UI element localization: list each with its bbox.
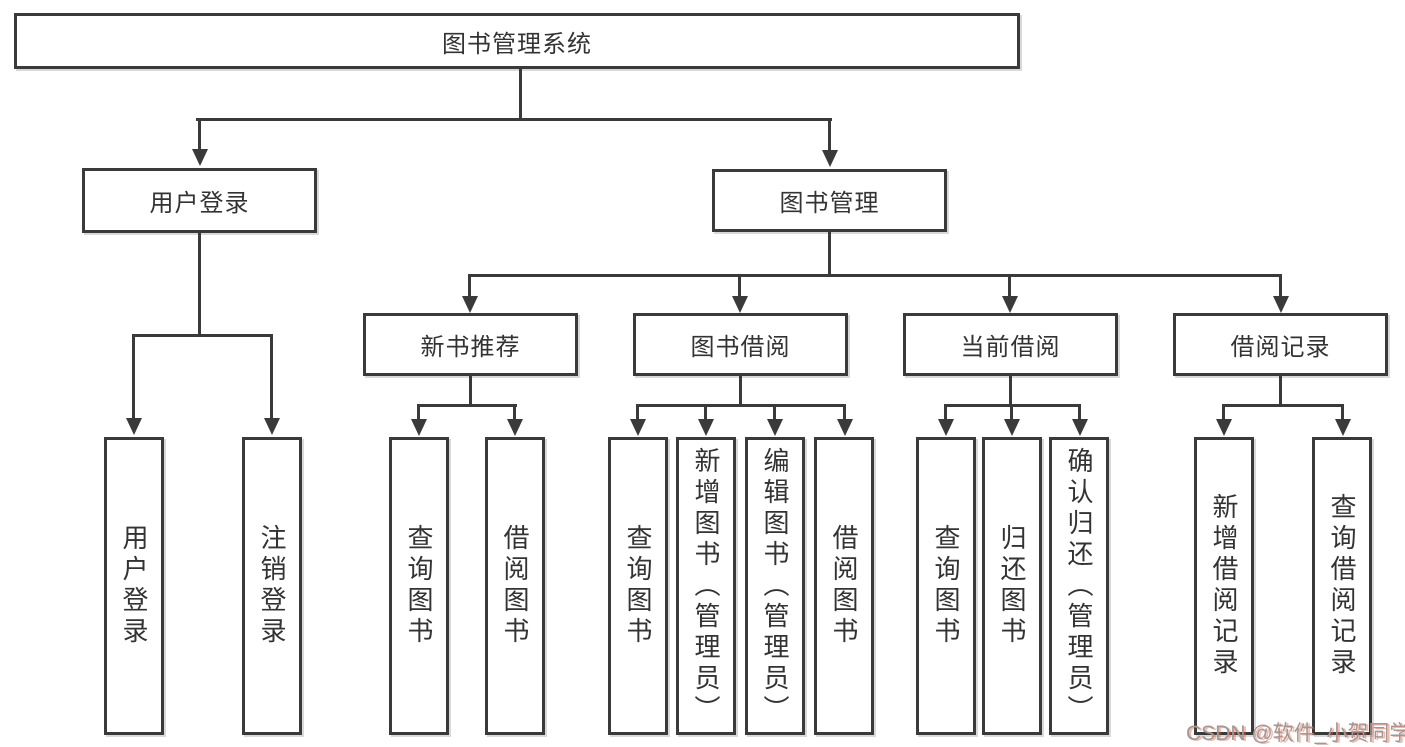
arrow-down-icon xyxy=(698,419,714,436)
node-label: 用户登录 xyxy=(119,524,149,648)
node-label: 图书管理 xyxy=(779,190,880,217)
arrow-down-icon xyxy=(1335,419,1351,436)
connector-line xyxy=(196,118,832,121)
node-label: 归还图书 xyxy=(997,524,1027,648)
node-label: 借阅记录 xyxy=(1230,334,1331,361)
node-label: 新增借阅记录 xyxy=(1209,493,1239,679)
connector-line xyxy=(468,274,471,300)
node-logout-action: 注销登录 xyxy=(242,437,302,735)
connector-line xyxy=(843,404,846,420)
connector-line xyxy=(1078,404,1081,420)
connector-line xyxy=(1010,404,1013,420)
connector-line xyxy=(636,404,846,407)
connector-line xyxy=(1008,274,1011,300)
node-add-borrow-record: 新增借阅记录 xyxy=(1194,437,1254,735)
arrow-down-icon xyxy=(264,418,280,435)
node-book-borrowing: 图书借阅 xyxy=(633,313,848,376)
arrow-down-icon xyxy=(767,419,783,436)
connector-line xyxy=(1341,404,1344,420)
arrow-down-icon xyxy=(630,419,646,436)
node-label: 图书借阅 xyxy=(690,334,791,361)
connector-line xyxy=(828,230,831,277)
arrow-down-icon xyxy=(1072,419,1088,436)
connector-line xyxy=(468,274,1282,277)
node-label: 查询图书 xyxy=(931,524,961,648)
connector-line xyxy=(417,404,517,407)
node-current-borrowing: 当前借阅 xyxy=(903,313,1118,376)
arrow-down-icon xyxy=(938,419,954,436)
connector-line xyxy=(1279,274,1282,300)
arrow-down-icon xyxy=(126,418,142,435)
node-login-action: 用户登录 xyxy=(104,437,164,735)
node-label: 借阅图书 xyxy=(829,524,859,648)
connector-line xyxy=(1009,374,1012,407)
node-label: 编辑图书（管理员） xyxy=(760,446,790,726)
node-label: 当前借阅 xyxy=(960,334,1061,361)
arrow-down-icon xyxy=(1004,419,1020,436)
node-label: 查询图书 xyxy=(623,524,653,648)
connector-line xyxy=(132,334,273,337)
connector-line xyxy=(198,231,201,337)
connector-line xyxy=(704,404,707,420)
connector-line xyxy=(944,404,947,420)
arrow-down-icon xyxy=(1002,296,1018,313)
connector-line xyxy=(513,404,516,420)
node-new-book-recommend: 新书推荐 xyxy=(363,313,578,376)
connector-line xyxy=(198,118,201,151)
arrow-down-icon xyxy=(411,419,427,436)
node-library-system: 图书管理系统 xyxy=(14,13,1020,69)
node-return-books: 归还图书 xyxy=(982,437,1042,735)
connector-line xyxy=(417,404,420,420)
arrow-down-icon xyxy=(1273,296,1289,313)
connector-line xyxy=(636,404,639,420)
node-borrowing-records: 借阅记录 xyxy=(1173,313,1388,376)
node-query-books: 查询图书 xyxy=(916,437,976,735)
node-query-books: 查询图书 xyxy=(608,437,668,735)
connector-line xyxy=(1279,374,1282,407)
arrow-down-icon xyxy=(462,296,478,313)
csdn-watermark: CSDN @软件_小贺同学 xyxy=(1186,722,1405,745)
node-user-login: 用户登录 xyxy=(82,168,317,233)
connector-line xyxy=(469,374,472,407)
arrow-down-icon xyxy=(822,150,838,167)
node-label: 用户登录 xyxy=(149,190,250,217)
node-borrow-books: 借阅图书 xyxy=(485,437,545,735)
connector-line xyxy=(1222,404,1344,407)
connector-line xyxy=(132,334,135,419)
arrow-down-icon xyxy=(507,419,523,436)
connector-line xyxy=(519,66,522,120)
node-add-books-admin: 新增图书（管理员） xyxy=(676,437,736,735)
node-label: 借阅图书 xyxy=(500,524,530,648)
node-label: 查询借阅记录 xyxy=(1327,493,1357,679)
node-book-management: 图书管理 xyxy=(712,169,947,232)
arrow-down-icon xyxy=(1216,419,1232,436)
connector-line xyxy=(739,374,742,407)
node-borrow-books: 借阅图书 xyxy=(814,437,874,735)
node-edit-books-admin: 编辑图书（管理员） xyxy=(745,437,805,735)
node-label: 图书管理系统 xyxy=(442,30,592,58)
node-query-borrow-record: 查询借阅记录 xyxy=(1312,437,1372,735)
node-label: 新增图书（管理员） xyxy=(691,446,721,726)
node-label: 新书推荐 xyxy=(420,334,521,361)
connector-line xyxy=(773,404,776,420)
node-label: 确认归还（管理员） xyxy=(1064,446,1094,726)
arrow-down-icon xyxy=(837,419,853,436)
arrow-down-icon xyxy=(192,149,208,166)
node-label: 注销登录 xyxy=(257,524,287,648)
connector-line xyxy=(1222,404,1225,420)
connector-line xyxy=(738,274,741,300)
node-label: 查询图书 xyxy=(404,524,434,648)
connector-line xyxy=(270,334,273,419)
arrow-down-icon xyxy=(732,296,748,313)
connector-line xyxy=(828,118,831,152)
node-confirm-return-admin: 确认归还（管理员） xyxy=(1049,437,1109,735)
node-query-books: 查询图书 xyxy=(389,437,449,735)
